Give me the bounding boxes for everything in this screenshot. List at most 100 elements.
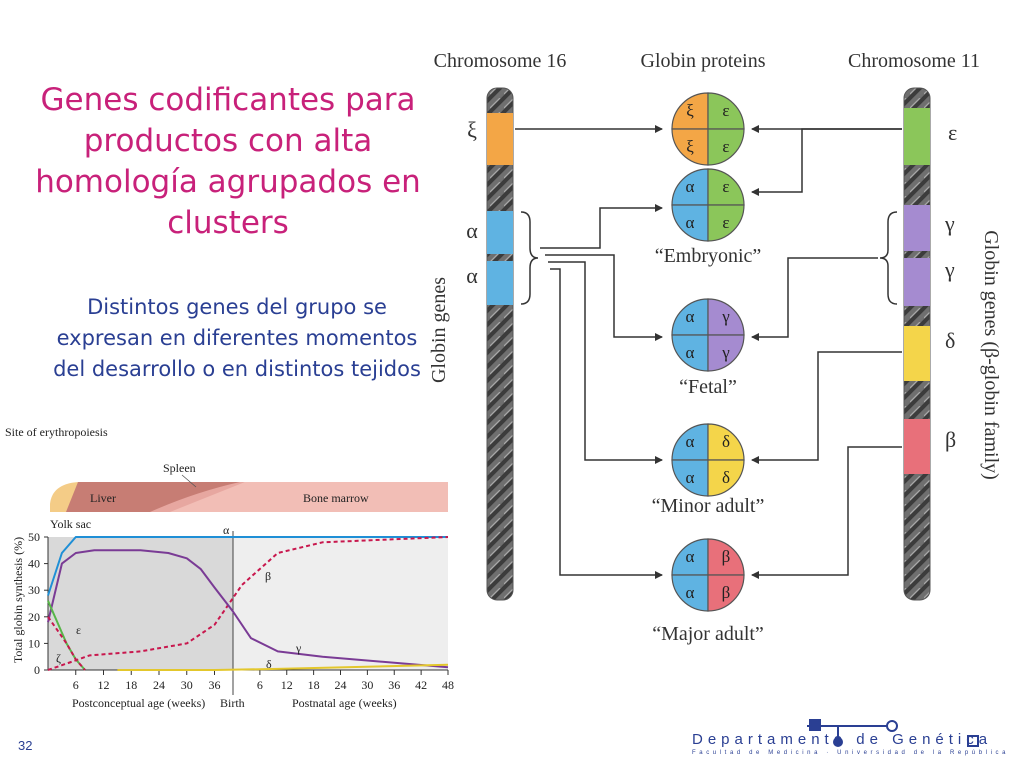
spleen-label: Spleen: [163, 461, 196, 475]
department-logo: [807, 719, 979, 747]
subunit-label-3: β: [722, 583, 731, 602]
y-tick-label: 0: [34, 663, 40, 677]
subunit-label-0: α: [686, 547, 695, 566]
globin-series: [47, 536, 449, 671]
subunit-2: [671, 204, 709, 242]
bone-marrow-region: [170, 482, 448, 512]
erythropoiesis-chart: Site of erythropoiesis Liver Spleen Bone…: [5, 425, 454, 710]
subunit-label-1: δ: [722, 432, 730, 451]
protein-tetramer-4: α β α β: [671, 538, 745, 612]
subunit-1: [707, 298, 745, 336]
protein-label-minor-adult: “Minor adult”: [652, 495, 765, 517]
x-axis-label-birth: Birth: [220, 696, 245, 710]
chr11-gamma-brace: [879, 211, 898, 305]
series-line-δ: [117, 663, 449, 671]
diagram-arrows: [515, 125, 902, 579]
department-subtitle: Facultad de Medicina · Universidad de la…: [692, 750, 1010, 756]
x-tick-label: 30: [361, 678, 373, 692]
logo-circle-1: [886, 720, 898, 732]
series-label: γ: [295, 641, 302, 655]
x-tick-label: 12: [281, 678, 293, 692]
subunit-label-0: α: [686, 177, 695, 196]
subunit-3: [707, 459, 745, 497]
y-tick-label: 20: [28, 610, 40, 624]
series-line-γ: [47, 549, 449, 669]
subunit-label-3: ε: [722, 137, 729, 156]
subunit-label-3: γ: [721, 343, 730, 362]
subunit-1: [707, 92, 745, 130]
subunit-label-1: ε: [722, 177, 729, 196]
chr16-label-alpha-2: α: [466, 263, 478, 288]
header-globin-proteins: Globin proteins: [641, 50, 766, 72]
subunit-0: [671, 92, 709, 130]
subunit-label-1: ε: [722, 101, 729, 120]
header-chromosome-11: Chromosome 11: [848, 50, 980, 72]
x-axis-label-postnatal: Postnatal age (weeks): [292, 696, 397, 710]
chr11-gene-gamma-1: [904, 205, 930, 251]
subunit-label-3: δ: [722, 468, 730, 487]
chr16-label-alpha-1: α: [466, 218, 478, 243]
subunit-label-0: α: [686, 432, 695, 451]
series-label: β: [265, 569, 271, 583]
subunit-label-2: α: [686, 213, 695, 232]
protein-label-embryonic: “Embryonic”: [655, 245, 762, 267]
subunit-label-0: α: [686, 307, 695, 326]
subunit-1: [707, 423, 745, 461]
protein-tetramer-2: α γ α γ: [671, 298, 745, 372]
series-line-ζ: [47, 616, 86, 671]
subunit-label-0: ξ: [686, 101, 694, 120]
chr16-alpha-brace: [520, 211, 539, 305]
chr11-gene-epsilon: [904, 108, 930, 165]
y-tick-label: 30: [28, 583, 40, 597]
x-tick-label: 30: [181, 678, 193, 692]
chr11-label-gamma-1: γ: [944, 211, 955, 236]
bone-marrow-label: Bone marrow: [303, 491, 369, 505]
x-tick-label: 18: [308, 678, 320, 692]
y-tick-label: 10: [28, 636, 40, 650]
x-tick-label: 24: [153, 678, 165, 692]
subunit-2: [671, 459, 709, 497]
left-globin-genes-label: Globin genes: [428, 277, 450, 383]
subunit-3: [707, 204, 745, 242]
chr16-gene-xi: [487, 113, 513, 165]
chr16-gene-alpha-2: [487, 261, 513, 305]
right-globin-genes-label: Globin genes (β-globin family): [980, 230, 1002, 480]
subunit-label-2: α: [686, 583, 695, 602]
chr11-gene-beta: [904, 419, 930, 474]
subunit-2: [671, 128, 709, 166]
subunit-1: [707, 168, 745, 206]
site-of-erythropoiesis-label: Site of erythropoiesis: [5, 425, 108, 439]
postnatal-plot-area: [233, 537, 448, 670]
x-tick-label: 18: [125, 678, 137, 692]
chr11-label-beta: β: [945, 427, 956, 452]
x-tick-label: 36: [388, 678, 400, 692]
subunit-label-2: ξ: [686, 137, 694, 156]
chr16-label-xi: ξ: [467, 117, 477, 142]
logo-square-2: [967, 735, 979, 747]
liver-label: Liver: [90, 491, 116, 505]
protein-label-major-adult: “Major adult”: [652, 623, 764, 645]
logo-square-1: [809, 719, 821, 731]
spleen-region: [150, 482, 245, 512]
series-label: ε: [76, 623, 81, 637]
subunit-label-2: α: [686, 343, 695, 362]
subunit-0: [671, 298, 709, 336]
subunit-3: [707, 574, 745, 612]
subunit-label-1: γ: [721, 307, 730, 326]
series-line-ε: [47, 600, 86, 671]
yolk-sac-label: Yolk sac: [50, 517, 91, 531]
y-tick-label: 40: [28, 557, 40, 571]
chr16-gene-alpha-1: [487, 211, 513, 254]
chr11-label-epsilon: ε: [948, 120, 957, 145]
x-tick-label: 48: [442, 678, 454, 692]
x-axis-label-prenatal: Postconceptual age (weeks): [72, 696, 205, 710]
y-tick-label: 50: [28, 530, 40, 544]
subunit-label-1: β: [722, 547, 731, 566]
x-tick-label: 42: [415, 678, 427, 692]
subunit-label-2: α: [686, 468, 695, 487]
y-axis-label: Total globin synthesis (%): [11, 537, 25, 663]
chr11-gene-gamma-2: [904, 258, 930, 306]
